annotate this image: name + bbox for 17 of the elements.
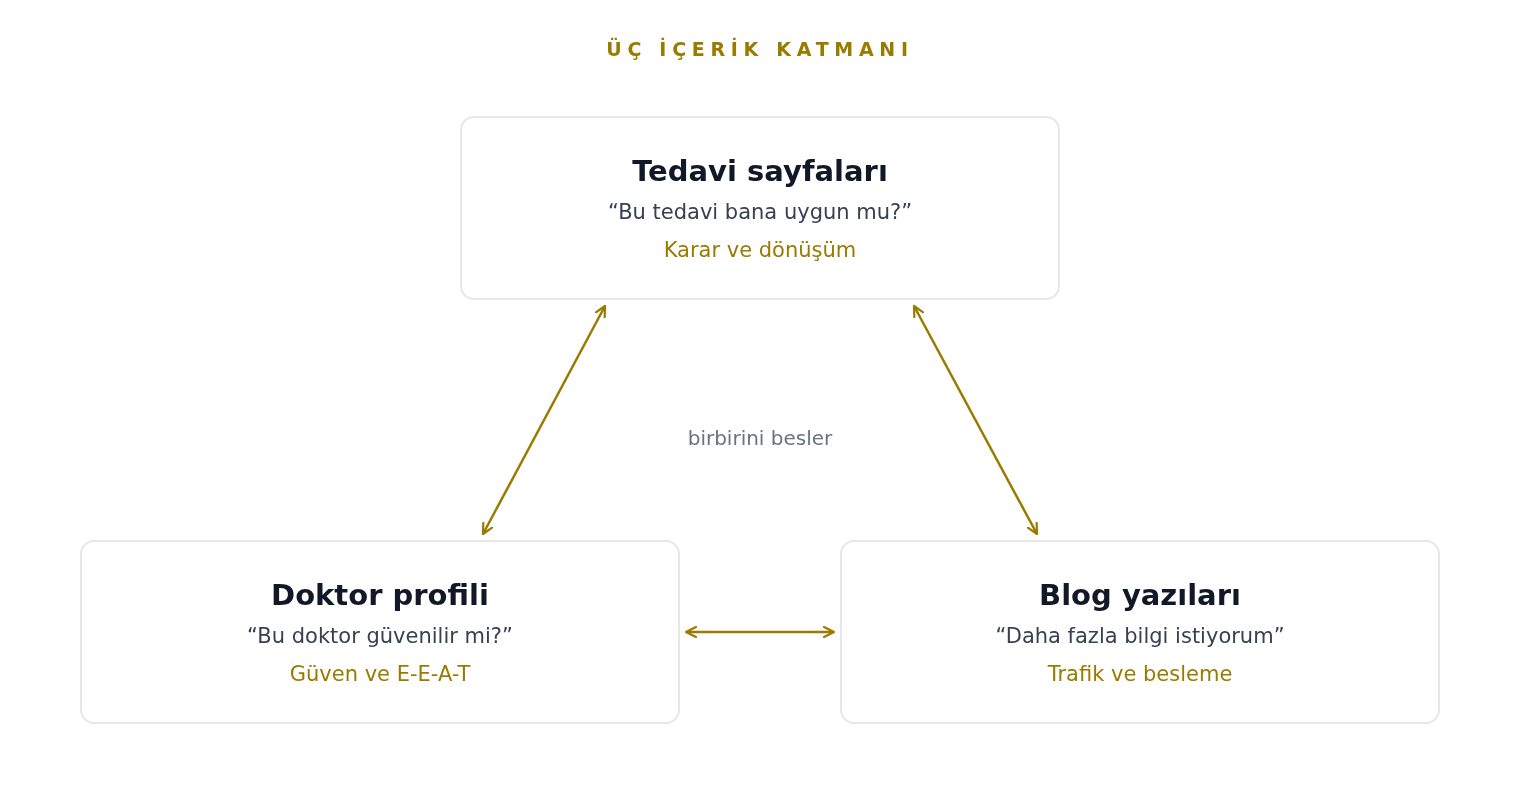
- node-subtitle: Karar ve dönüşüm: [663, 238, 857, 262]
- diagram-title: ÜÇ İÇERİK KATMANI: [605, 38, 915, 60]
- node-question: “Bu tedavi bana uygun mu?”: [607, 200, 913, 224]
- node-question: “Daha fazla bilgi istiyorum”: [995, 624, 1285, 648]
- content-card: [840, 540, 1440, 724]
- double-arrow: [912, 304, 1039, 536]
- content-card: [80, 540, 680, 724]
- node-subtitle: Güven ve E-E-A-T: [289, 662, 471, 686]
- double-arrow: [684, 625, 836, 639]
- content-card: [460, 116, 1060, 300]
- node-question: “Bu doktor güvenilir mi?”: [247, 624, 513, 648]
- node-title: Blog yazıları: [1039, 578, 1241, 612]
- center-label: birbirini besler: [686, 426, 834, 450]
- node-title: Tedavi sayfaları: [632, 154, 888, 188]
- double-arrow: [481, 304, 607, 536]
- node-subtitle: Trafik ve besleme: [1047, 662, 1233, 686]
- node-title: Doktor profili: [271, 578, 489, 612]
